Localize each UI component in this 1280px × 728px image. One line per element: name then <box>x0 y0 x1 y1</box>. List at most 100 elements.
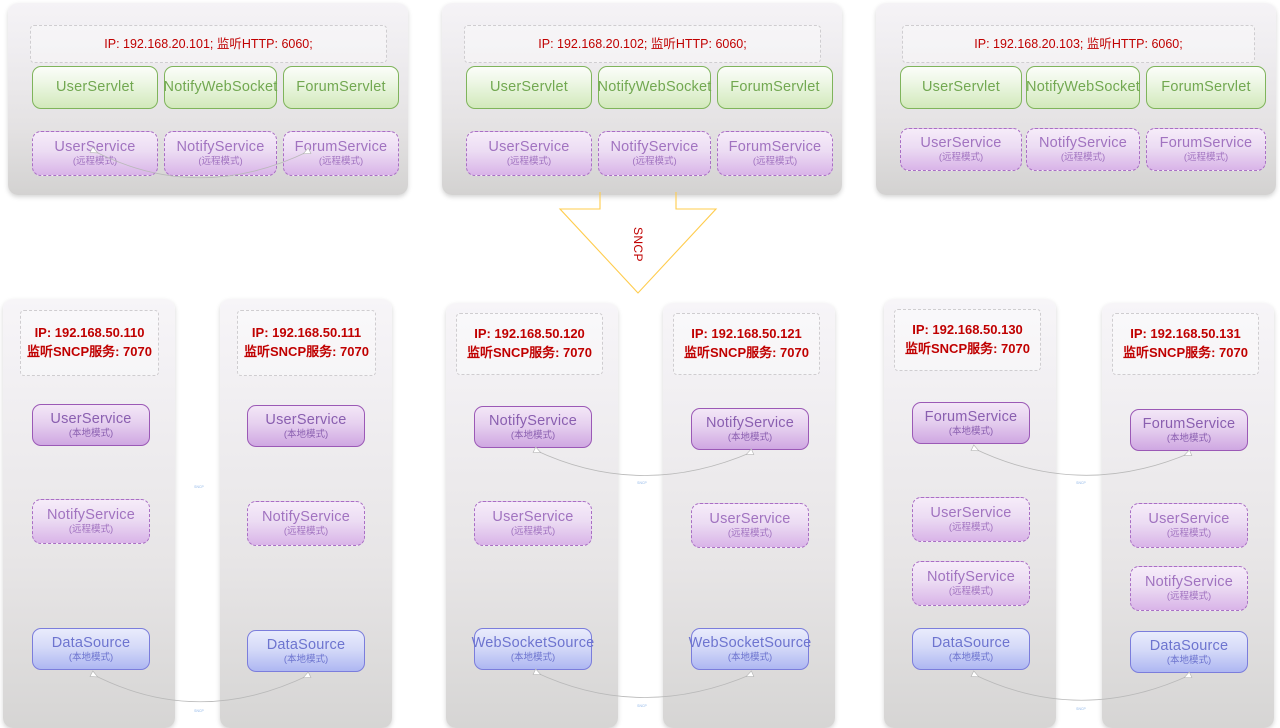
service-name: UserService <box>265 411 347 428</box>
service-box[interactable]: UserService (远程模式) <box>32 131 158 176</box>
service-name: NotifyService <box>176 139 265 156</box>
service-box[interactable]: ForumService (远程模式) <box>1146 128 1266 171</box>
service-mode: (远程模式) <box>198 156 243 168</box>
servlet-box[interactable]: NotifyWebSocket <box>164 66 277 109</box>
web-group-1: IP: 192.168.20.101; 监听HTTP: 6060; UserSe… <box>8 3 408 195</box>
service-box[interactable]: ForumService (远程模式) <box>717 131 833 176</box>
datasource-box[interactable]: DataSource (本地模式) <box>32 628 150 670</box>
service-box[interactable]: UserService (远程模式) <box>1130 503 1248 548</box>
servlet-box[interactable]: ForumServlet <box>717 66 833 109</box>
service-mode: (远程模式) <box>510 526 556 538</box>
service-name: UserService <box>1148 511 1230 528</box>
datasource-mode: (本地模式) <box>510 651 556 663</box>
datasource-box[interactable]: DataSource (本地模式) <box>1130 631 1248 673</box>
service-name: UserService <box>920 135 1002 152</box>
service-mode: (远程模式) <box>318 156 364 168</box>
web-group-3: IP: 192.168.20.103; 监听HTTP: 6060; UserSe… <box>876 3 1276 195</box>
service-name: UserService <box>930 505 1012 522</box>
datasource-name: DataSource <box>51 634 131 651</box>
servlet-box[interactable]: UserServlet <box>900 66 1022 109</box>
service-box[interactable]: NotifyService (远程模式) <box>247 501 365 546</box>
service-box[interactable]: NotifyService (远程模式) <box>598 131 711 176</box>
node-port: 监听SNCP服务: 7070 <box>467 345 592 360</box>
service-box[interactable]: NotifyService (远程模式) <box>164 131 277 176</box>
service-box[interactable]: NotifyService (本地模式) <box>691 408 809 450</box>
web-group-3-header: IP: 192.168.20.103; 监听HTTP: 6060; <box>902 25 1255 63</box>
datasource-box[interactable]: WebSocketSource (本地模式) <box>471 628 595 670</box>
web-group-2-header: IP: 192.168.20.102; 监听HTTP: 6060; <box>464 25 821 63</box>
service-node-110: IP: 192.168.50.110 监听SNCP服务: 7070 UserSe… <box>3 299 175 728</box>
service-box[interactable]: NotifyService (本地模式) <box>474 406 592 448</box>
service-box[interactable]: UserService (远程模式) <box>691 503 809 548</box>
node-port: 监听SNCP服务: 7070 <box>1123 345 1248 360</box>
servlet-name: ForumServlet <box>730 79 820 96</box>
servlet-box[interactable]: NotifyWebSocket <box>1026 66 1140 109</box>
service-node-120-header: IP: 192.168.50.120 监听SNCP服务: 7070 <box>456 313 603 375</box>
datasource-name: WebSocketSource <box>471 634 595 651</box>
service-box[interactable]: NotifyService (远程模式) <box>32 499 150 544</box>
service-name: NotifyService <box>261 509 350 526</box>
node-port: 监听SNCP服务: 7070 <box>905 341 1030 356</box>
datasource-name: DataSource <box>1149 637 1229 654</box>
service-box[interactable]: UserService (远程模式) <box>912 497 1030 542</box>
service-box[interactable]: ForumService (本地模式) <box>1130 409 1248 451</box>
service-box[interactable]: NotifyService (远程模式) <box>912 561 1030 606</box>
datasource-box[interactable]: WebSocketSource (本地模式) <box>688 628 812 670</box>
service-node-131-header: IP: 192.168.50.131 监听SNCP服务: 7070 <box>1112 313 1259 375</box>
datasource-name: WebSocketSource <box>688 634 812 651</box>
node-port: 监听SNCP服务: 7070 <box>244 344 369 359</box>
service-name: ForumService <box>924 408 1018 425</box>
servlet-box[interactable]: UserServlet <box>32 66 158 109</box>
service-name: NotifyService <box>488 412 577 429</box>
service-mode: (远程模式) <box>506 156 552 168</box>
service-node-110-header: IP: 192.168.50.110 监听SNCP服务: 7070 <box>20 310 159 376</box>
service-mode: (本地模式) <box>727 431 773 443</box>
service-node-111: IP: 192.168.50.111 监听SNCP服务: 7070 UserSe… <box>220 299 392 728</box>
sncp-link-label: SNCP <box>637 704 647 708</box>
datasource-box[interactable]: DataSource (本地模式) <box>247 630 365 672</box>
service-box[interactable]: ForumService (远程模式) <box>283 131 399 176</box>
datasource-box[interactable]: DataSource (本地模式) <box>912 628 1030 670</box>
servlet-name: ForumServlet <box>1161 79 1251 96</box>
node-port: 监听SNCP服务: 7070 <box>684 345 809 360</box>
service-name: UserService <box>488 139 570 156</box>
sncp-link-label: SNCP <box>194 709 204 713</box>
service-name: ForumService <box>1142 415 1236 432</box>
servlet-box[interactable]: ForumServlet <box>1146 66 1266 109</box>
service-mode: (远程模式) <box>727 528 773 540</box>
service-node-130-header: IP: 192.168.50.130 监听SNCP服务: 7070 <box>894 309 1041 371</box>
header-line: IP: 192.168.20.102; 监听HTTP: 6060; <box>538 36 747 51</box>
service-mode: (本地模式) <box>948 425 994 437</box>
service-name: NotifyService <box>705 414 794 431</box>
node-ip: IP: 192.168.50.120 <box>474 326 585 342</box>
service-box[interactable]: NotifyService (远程模式) <box>1026 128 1140 171</box>
service-name: ForumService <box>728 139 822 156</box>
servlet-name: NotifyWebSocket <box>1026 79 1140 96</box>
node-ip: IP: 192.168.50.131 <box>1130 326 1241 342</box>
service-box[interactable]: UserService (远程模式) <box>466 131 592 176</box>
service-box[interactable]: UserService (远程模式) <box>474 501 592 546</box>
sncp-link-label: SNCP <box>1076 707 1086 711</box>
service-box[interactable]: NotifyService (远程模式) <box>1130 566 1248 611</box>
service-mode: (远程模式) <box>948 586 994 598</box>
sncp-arrow-shape <box>558 192 718 294</box>
service-box[interactable]: UserService (本地模式) <box>32 404 150 446</box>
service-name: NotifyService <box>926 569 1015 586</box>
service-box[interactable]: UserService (本地模式) <box>247 405 365 447</box>
service-mode: (远程模式) <box>632 156 677 168</box>
servlet-name: NotifyWebSocket <box>597 79 712 96</box>
servlet-box[interactable]: NotifyWebSocket <box>598 66 711 109</box>
service-name: UserService <box>492 509 574 526</box>
servlet-name: UserServlet <box>922 79 1000 96</box>
servlet-box[interactable]: ForumServlet <box>283 66 399 109</box>
web-group-1-header: IP: 192.168.20.101; 监听HTTP: 6060; <box>30 25 387 63</box>
service-mode: (远程模式) <box>72 156 118 168</box>
servlet-name: ForumServlet <box>296 79 386 96</box>
service-box[interactable]: UserService (远程模式) <box>900 128 1022 171</box>
service-mode: (本地模式) <box>510 429 556 441</box>
service-name: NotifyService <box>1144 574 1233 591</box>
service-box[interactable]: ForumService (本地模式) <box>912 402 1030 444</box>
servlet-box[interactable]: UserServlet <box>466 66 592 109</box>
datasource-mode: (本地模式) <box>727 651 773 663</box>
